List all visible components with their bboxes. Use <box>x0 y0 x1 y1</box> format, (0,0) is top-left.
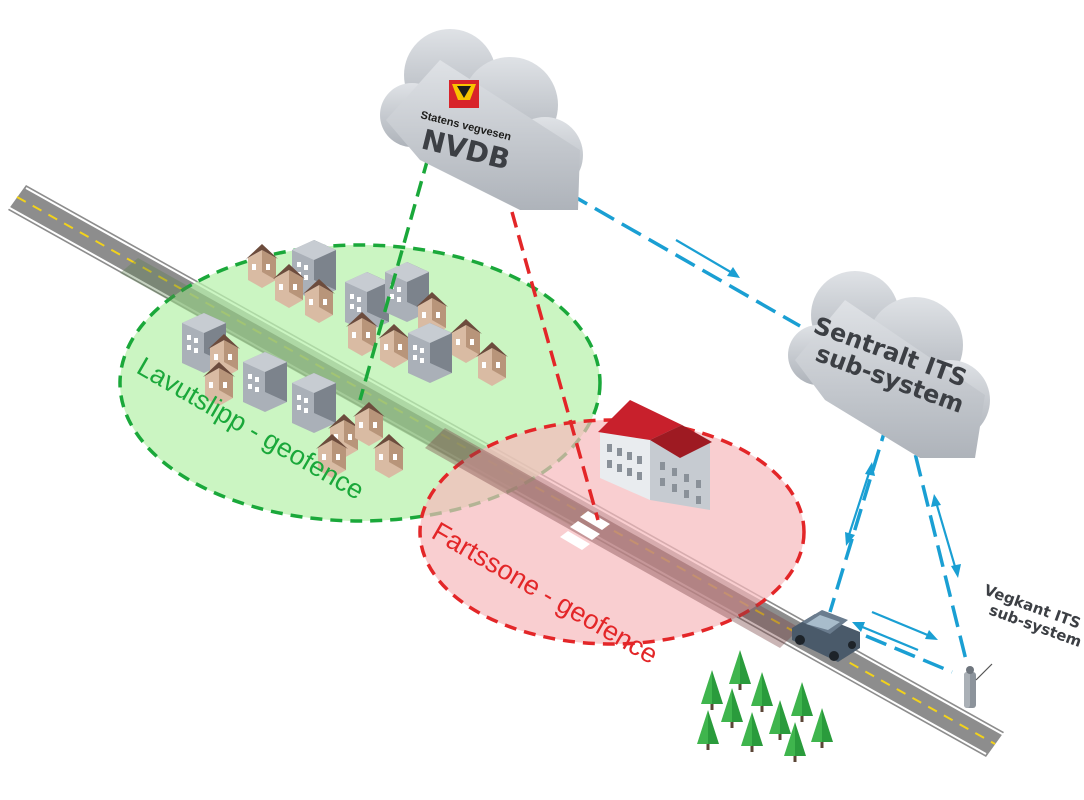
forest <box>697 650 833 762</box>
roadside-unit <box>964 663 993 708</box>
red-link-line <box>510 211 600 521</box>
roadside-label-leader <box>975 663 993 681</box>
link-car-roadside <box>865 634 953 674</box>
link-central-roadside <box>906 424 968 661</box>
statens-vegvesen-logo <box>449 80 479 108</box>
link-central-car <box>828 419 890 613</box>
arrow-nvdb-to-central <box>675 239 735 275</box>
road-in-red-zone <box>425 428 800 648</box>
arrow-car-central <box>846 469 872 539</box>
flow-arrows <box>675 239 961 652</box>
arrow-roadside-central <box>934 501 958 571</box>
green-link-line <box>358 157 430 401</box>
car <box>792 610 860 662</box>
blue-link-lines <box>567 191 968 674</box>
link-nvdb-central <box>567 191 801 328</box>
arrow-car-to-roadside <box>871 610 931 638</box>
arrow-roadside-to-car <box>859 624 919 652</box>
school-building <box>598 400 712 510</box>
nvdb-cloud: Statens vegvesen NVDB <box>380 29 583 210</box>
central-its-cloud: Sentralt ITS sub-system <box>788 271 990 458</box>
crosswalk <box>560 511 610 550</box>
